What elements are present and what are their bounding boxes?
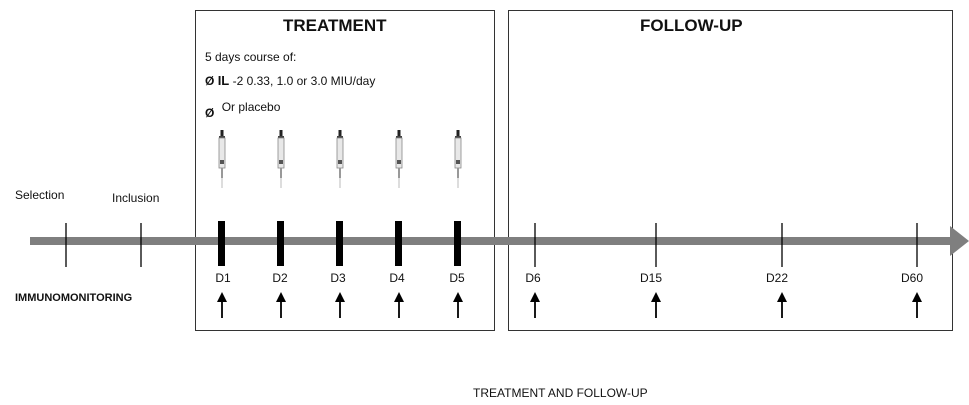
option-text: Or placebo <box>221 100 281 114</box>
syringe-icon <box>454 129 462 189</box>
option-bullet: Ø <box>205 74 215 88</box>
arrow-up-icon <box>912 292 922 318</box>
option-bullet: Ø <box>205 106 215 120</box>
tick-d4 <box>395 221 402 266</box>
label-d4: D4 <box>389 271 405 285</box>
syringe-icon <box>336 129 344 189</box>
arrow-up-icon <box>651 292 661 318</box>
syringe-icon <box>395 129 403 189</box>
label-d1: D1 <box>215 271 231 285</box>
label-d5: D5 <box>449 271 465 285</box>
option-drug: IL <box>217 73 230 88</box>
syringe-icon <box>277 129 285 189</box>
arrow-up-icon <box>530 292 540 318</box>
arrow-up-icon <box>217 292 227 318</box>
immunomonitoring-label: IMMUNOMONITORING <box>15 292 133 304</box>
arrow-up-icon <box>394 292 404 318</box>
arrow-up-icon <box>453 292 463 318</box>
option-il2: Ø IL -2 0.33, 1.0 or 3.0 MIU/day <box>205 73 375 88</box>
treatment-box <box>195 10 495 331</box>
tick-d5 <box>454 221 461 266</box>
tick-d1 <box>218 221 225 266</box>
syringe-icon <box>218 129 226 189</box>
arrow-up-icon <box>335 292 345 318</box>
option-placebo: Ø Or placebo <box>205 100 281 120</box>
arrow-up-icon <box>777 292 787 318</box>
label-d22: D22 <box>765 271 789 285</box>
label-selection: Selection <box>15 188 65 202</box>
followup-title: FOLLOW-UP <box>640 16 743 35</box>
course-label: 5 days course of: <box>205 50 297 64</box>
label-d2: D2 <box>272 271 288 285</box>
tick-d2 <box>277 221 284 266</box>
label-d3: D3 <box>330 271 346 285</box>
figure-caption: TREATMENT AND FOLLOW-UP <box>473 386 648 400</box>
label-d60: D60 <box>900 271 924 285</box>
label-d6: D6 <box>525 271 541 285</box>
followup-box <box>508 10 953 331</box>
timeline-bar <box>30 237 952 245</box>
label-d15: D15 <box>639 271 663 285</box>
option-dose: -2 0.33, 1.0 or 3.0 MIU/day <box>232 74 376 88</box>
treatment-title: TREATMENT <box>283 16 387 35</box>
arrow-up-icon <box>276 292 286 318</box>
timeline-arrowhead <box>950 226 969 256</box>
tick-d3 <box>336 221 343 266</box>
label-inclusion: Inclusion <box>112 191 160 205</box>
